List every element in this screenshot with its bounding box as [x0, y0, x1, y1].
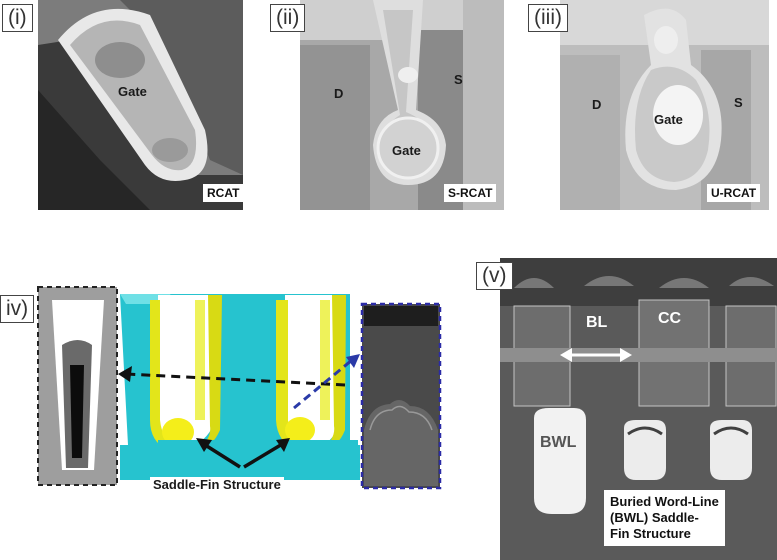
panel-s-rcat: (ii) D S Gate S-RCAT: [268, 0, 504, 210]
bl-label: BL: [586, 314, 608, 331]
source-label: S: [734, 95, 743, 110]
bwl-caption: Buried Word-Line (BWL) Saddle- Fin Struc…: [604, 490, 725, 546]
drain-label: D: [592, 97, 602, 112]
u-rcat-micrograph: [526, 0, 769, 210]
s-rcat-label: S-RCAT: [444, 184, 497, 202]
dashed-arrows: [118, 354, 360, 410]
u-rcat-label: U-RCAT: [707, 184, 761, 202]
gate-label: Gate: [118, 84, 147, 99]
saddle-fin-arrows: [196, 438, 290, 469]
panel-rcat: (i) Gate RCAT: [0, 0, 243, 210]
rcat-micrograph: [0, 0, 243, 210]
panel-tag-ii: (ii): [270, 4, 306, 32]
source-label: S: [454, 72, 463, 87]
fin-3d-model: [120, 294, 360, 480]
bwl-label: BWL: [540, 434, 577, 451]
saddle-fin-diagram: [0, 280, 445, 490]
drain-label: D: [334, 86, 344, 101]
gate-label: Gate: [392, 143, 421, 158]
panel-tag-v: (v): [476, 262, 513, 290]
s-rcat-micrograph: [268, 0, 504, 210]
panel-u-rcat: (iii) D S Gate U-RCAT: [526, 0, 769, 210]
caption-line-2: (BWL) Saddle-: [610, 510, 699, 525]
saddle-fin-label: Saddle-Fin Structure: [150, 477, 284, 490]
gate-label: Gate: [654, 112, 683, 127]
left-inset-micrograph: [37, 286, 118, 486]
caption-line-1: Buried Word-Line: [610, 494, 719, 509]
panel-bwl: (v) BL CC BWL Buried Word-Line (BWL) Sad…: [474, 258, 777, 560]
panel-tag-iii: (iii): [528, 4, 568, 32]
right-inset-micrograph: [360, 302, 442, 490]
panel-tag-i: (i): [2, 4, 33, 32]
panel-tag-iv: iv): [0, 295, 35, 323]
caption-line-3: Fin Structure: [610, 526, 691, 541]
cc-label: CC: [658, 310, 682, 327]
bwl-micrograph: [474, 258, 777, 560]
panel-saddle-fin: iv) Saddle-Fin Structure: [0, 280, 445, 490]
rcat-label: RCAT: [203, 184, 243, 202]
